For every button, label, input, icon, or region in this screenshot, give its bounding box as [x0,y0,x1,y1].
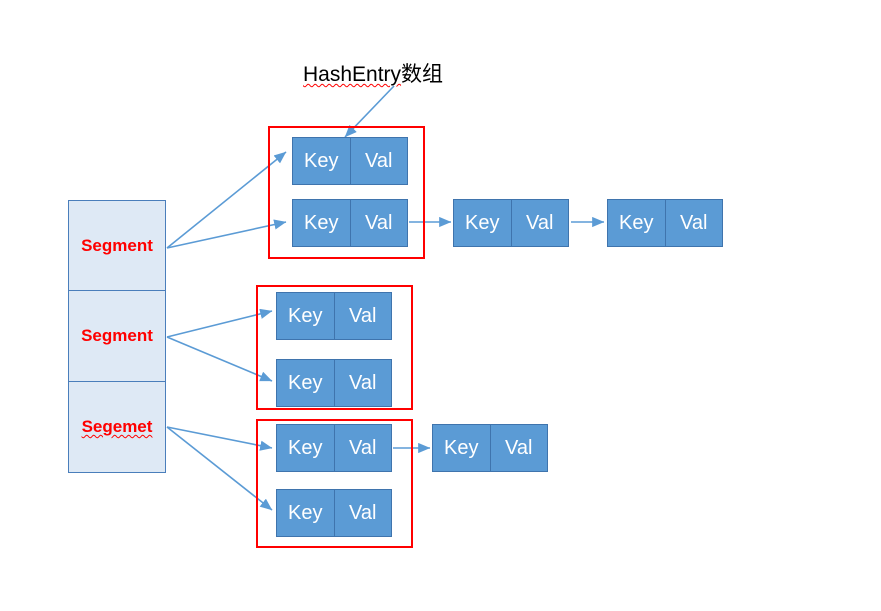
segment-cell-2[interactable]: Segemet [68,382,166,473]
bucket-1-entry-2-node-1[interactable]: Key Val [292,199,408,247]
bucket-1-container [268,126,425,259]
diagram-title: HashEntry数组 [303,58,443,88]
node-val-cell: Val [349,305,377,327]
bucket-3-entry-2-node-1[interactable]: Key Val [276,489,392,537]
node-key-cell: Key [277,293,335,339]
node-key-cell: Key [433,425,491,471]
segment-label: Segment [81,235,153,255]
node-val-cell: Val [349,502,377,524]
segment-array: Segment Segment Segemet [68,200,166,473]
node-key-cell: Key [293,200,351,246]
bucket-3-entry-1-node-2[interactable]: Key Val [432,424,548,472]
segment-label: Segment [81,326,153,345]
segment-cell-0[interactable]: Segment [68,200,166,291]
node-val-cell: Val [349,437,377,459]
bucket-2-container [256,285,413,410]
bucket-1-entry-2-node-3[interactable]: Key Val [607,199,723,247]
bucket-2-entry-1-node-1[interactable]: Key Val [276,292,392,340]
node-key-cell: Key [293,138,351,184]
bucket-2-entry-2-node-1[interactable]: Key Val [276,359,392,407]
bucket-3-container [256,419,413,548]
node-key-cell: Key [277,425,335,471]
node-key-cell: Key [277,360,335,406]
bucket-1-entry-1-node-1[interactable]: Key Val [292,137,408,185]
node-key-cell: Key [277,490,335,536]
node-key-cell: Key [608,200,666,246]
node-val-cell: Val [349,372,377,394]
bucket-3-entry-1-node-1[interactable]: Key Val [276,424,392,472]
diagram-title-cjk: 数组 [401,63,444,86]
node-val-cell: Val [365,150,393,172]
segment-label: Segemet [81,417,153,436]
node-val-cell: Val [526,212,554,234]
diagram-title-latin: HashEntry [303,63,402,86]
bucket-1-entry-2-node-2[interactable]: Key Val [453,199,569,247]
node-key-cell: Key [454,200,512,246]
node-val-cell: Val [505,437,533,459]
node-val-cell: Val [680,212,708,234]
node-val-cell: Val [365,212,393,234]
segment-cell-1[interactable]: Segment [68,291,166,382]
